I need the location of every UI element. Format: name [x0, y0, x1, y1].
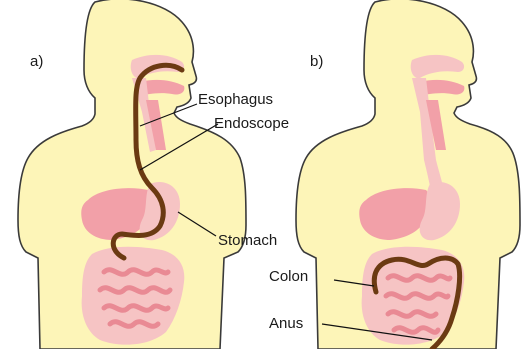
panel-b: b) [296, 0, 520, 349]
label-endoscope: Endoscope [214, 115, 289, 132]
label-colon: Colon [269, 268, 308, 285]
label-anus: Anus [269, 315, 303, 332]
panel-label-b: b) [310, 53, 323, 70]
label-esophagus: Esophagus [198, 91, 273, 108]
label-stomach: Stomach [218, 232, 277, 249]
panel-a: a) [18, 0, 246, 349]
panel-label-a: a) [30, 53, 43, 70]
